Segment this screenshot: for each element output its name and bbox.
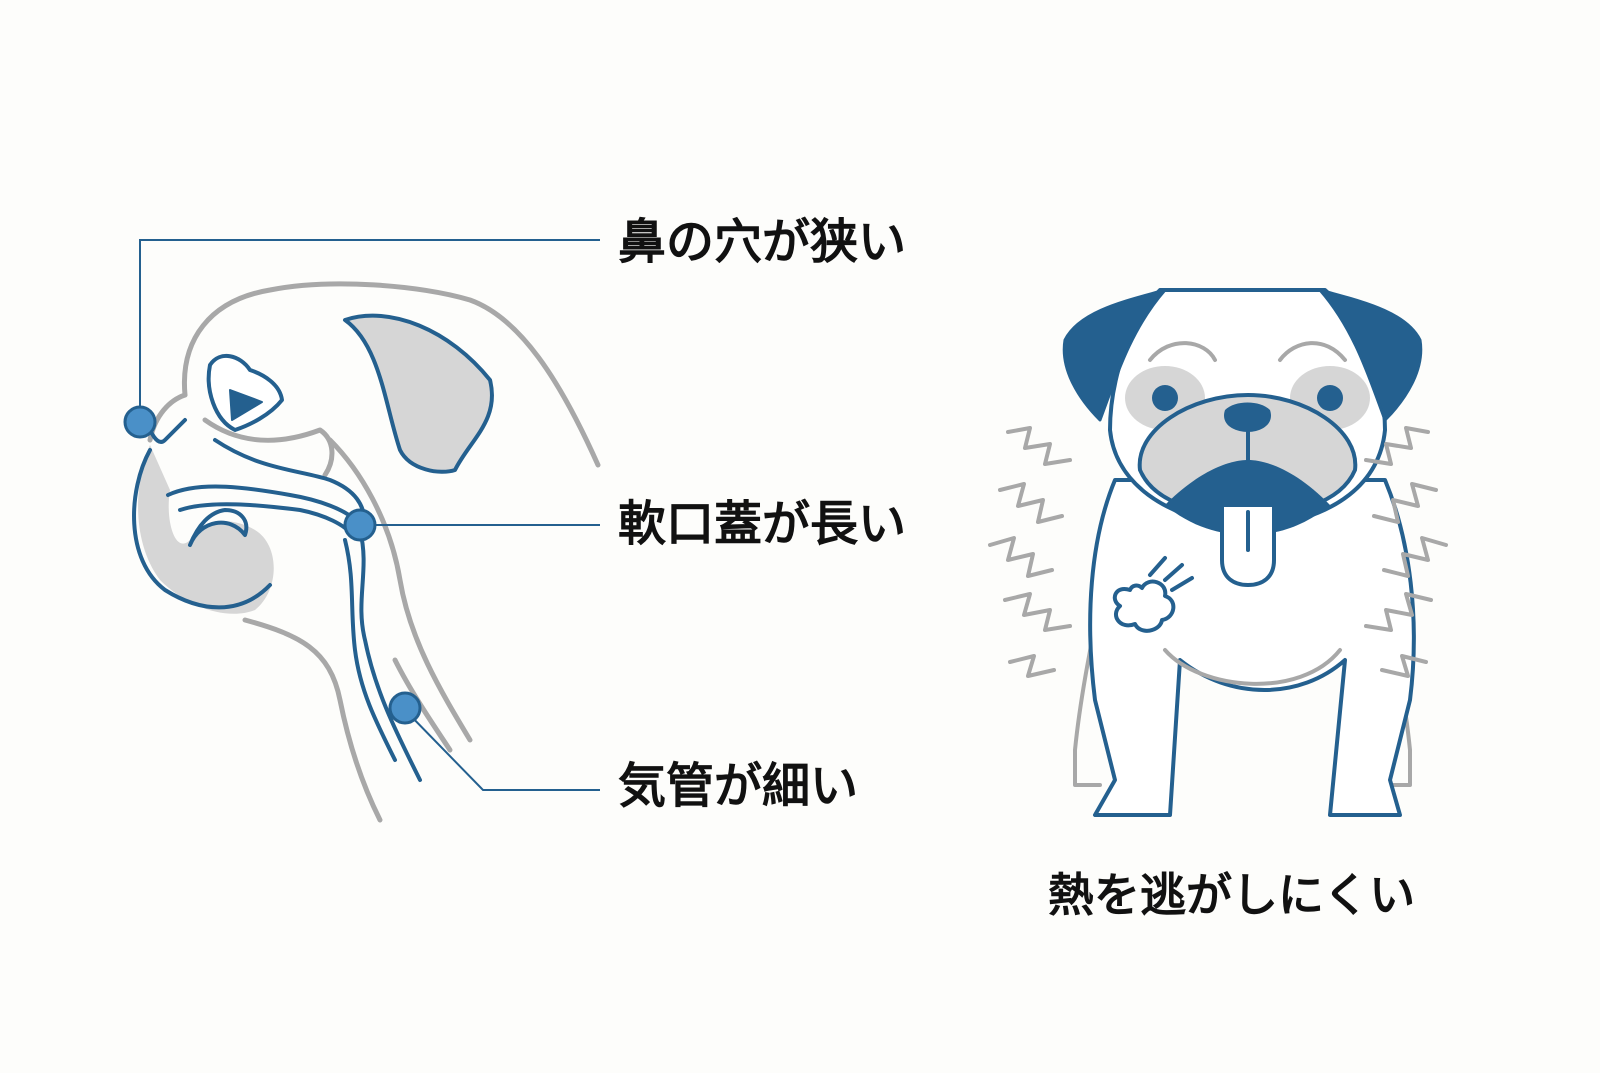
brain-cavity (343, 313, 494, 474)
heat-wave-left-3 (988, 536, 1054, 578)
lower-jaw-outline (132, 448, 272, 610)
tongue-lower (178, 502, 354, 537)
heat-waves-icon (988, 426, 1448, 678)
heat-wave-right-5 (1380, 654, 1428, 678)
heat-wave-right-1 (1364, 426, 1430, 466)
pug-eye-right (1317, 385, 1343, 411)
neck-back-outline (327, 437, 473, 743)
breath-puff-icon (1112, 556, 1194, 633)
pug-ear-left (1062, 288, 1167, 422)
pug-chest (1163, 648, 1342, 686)
leader-line-nostrils (139, 239, 600, 420)
heat-wave-left-2 (998, 482, 1064, 524)
tongue-curl (188, 508, 249, 547)
pug-brow-right (1278, 341, 1347, 362)
tongue-upper (166, 484, 357, 522)
panting-pug-icon (1062, 288, 1423, 817)
nostril-passage (148, 418, 187, 444)
pug-eye-left (1152, 385, 1178, 411)
heat-wave-left-5 (1008, 654, 1056, 678)
leader-line-trachea (404, 709, 600, 791)
dog-head-cross-section-icon (132, 281, 601, 823)
soft-palate (213, 438, 367, 527)
heat-wave-left-4 (1003, 592, 1072, 632)
heat-wave-right-3 (1382, 536, 1448, 578)
head-skin-outline (181, 281, 601, 468)
marker-soft-palate (343, 508, 377, 542)
pug-body (1088, 478, 1416, 817)
markers (123, 405, 422, 725)
marker-trachea (388, 691, 422, 725)
pug-ear-right (1318, 288, 1423, 422)
nasal-inner-line (202, 417, 335, 478)
trachea-back (343, 538, 397, 762)
lower-jaw-fill (138, 445, 274, 614)
trachea-front (358, 528, 422, 782)
jaw-neck-outline (242, 617, 383, 823)
heat-wave-right-4 (1364, 592, 1433, 632)
pug-nose (1224, 402, 1271, 432)
heat-wave-left-1 (1006, 426, 1072, 466)
heat-wave-right-2 (1372, 482, 1438, 524)
leader-lines (139, 239, 600, 791)
label-heat-release: 熱を逃がしにくい (1048, 868, 1416, 922)
pug-mouth (1165, 460, 1330, 535)
eye-socket (206, 354, 284, 432)
eye (229, 389, 263, 421)
label-long-soft-palate: 軟口蓋が長い (618, 496, 907, 552)
label-narrow-trachea: 気管が細い (618, 758, 859, 814)
pug-brow-left (1148, 341, 1217, 362)
marker-nostrils (123, 405, 157, 439)
label-narrow-nostrils: 鼻の穴が狭い (618, 214, 907, 270)
